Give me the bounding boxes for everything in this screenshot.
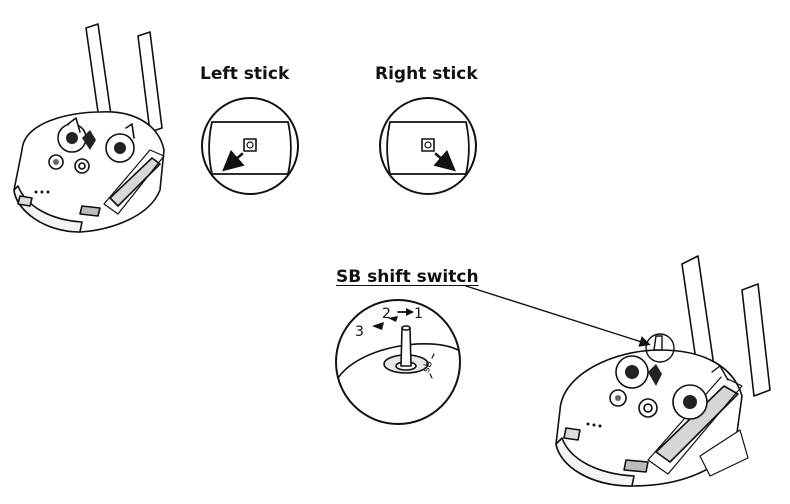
right-stick-arrow: [433, 149, 456, 172]
left-stick-arrow: [222, 149, 245, 172]
remote-controller-left: [13, 23, 165, 233]
switch-position-1: 1: [414, 306, 423, 322]
sb-shift-switch-label: SB shift switch: [336, 267, 479, 287]
sb-switch-inset: [335, 299, 461, 425]
sb-marker-text: sb: [421, 360, 435, 375]
right-stick-label: Right stick: [375, 64, 478, 84]
left-stick-label: Left stick: [200, 64, 290, 84]
remote-controller-right: [555, 255, 771, 487]
sb-leader-arrow: [465, 285, 651, 347]
left-stick-inset: [201, 97, 299, 195]
switch-position-3: 3: [355, 324, 364, 340]
switch-position-2: 2: [382, 306, 391, 322]
right-stick-inset: [379, 97, 477, 195]
